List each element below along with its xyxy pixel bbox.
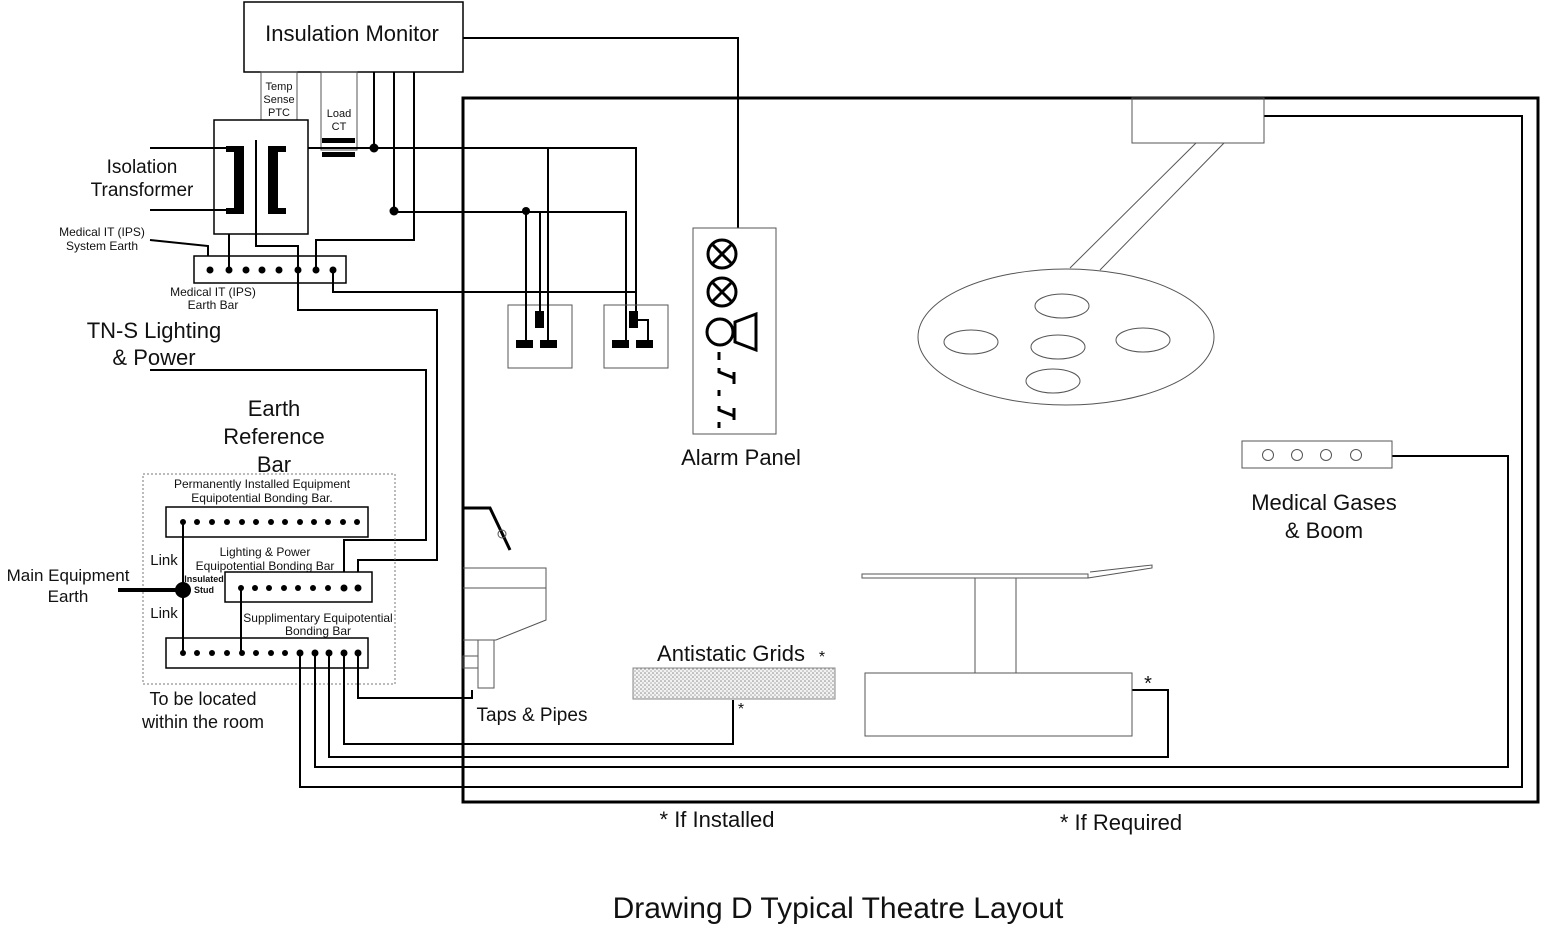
link-label-upper: Link [150,552,178,569]
located-within-label-2: within the room [141,712,264,732]
taps-pipes-label: Taps & Pipes [477,705,588,726]
supplementary-bar-label-2: Bonding Bar [285,624,351,638]
main-equipment-earth-label-2: Earth [48,587,89,606]
link-label-lower: Link [150,605,178,622]
load-ct-label-1: Load [327,108,351,120]
perm-installed-label-2: Equipotential Bonding Bar. [191,491,332,505]
earth-reference-bar-label-1: Earth [248,396,301,421]
medical-it-earth-bar-label-2: Earth Bar [188,298,239,312]
medical-gases-label-1: Medical Gases [1251,490,1397,515]
earth-reference-enclosure [142,473,396,685]
drawing-title: Drawing D Typical Theatre Layout [613,892,1064,925]
operating-light [917,97,1265,406]
medical-gases-label-2: & Boom [1285,518,1363,543]
antistatic-asterisk-bottom: * [738,701,744,718]
isolation-transformer-label-2: Transformer [91,180,194,201]
socket-outlet-1 [507,148,573,369]
medical-it-system-earth-label-1: Medical IT (IPS) [59,225,145,239]
earth-reference-bar-label-2: Reference [223,424,325,449]
insulated-stud-label-2: Stud [194,585,214,595]
permanent-equipment-bonding-bar: Permanently Installed Equipment Equipote… [165,477,369,538]
medical-it-earth-bar-label-1: Medical IT (IPS) [170,285,256,299]
medical-gases-boom: Medical Gases & Boom [1241,440,1397,543]
located-within-label-1: To be located [149,689,256,709]
alarm-panel-label: Alarm Panel [681,445,801,470]
insulated-stud-label-1: Insulated [184,574,224,584]
medical-it-earth-bar: Medical IT (IPS) Earth Bar [170,255,347,312]
antistatic-grids-label: Antistatic Grids [657,641,805,666]
lighting-power-bar-label-2: Equipotential Bonding Bar [196,559,335,573]
theatre-room-outline [461,96,1540,804]
antistatic-asterisk-top: * [819,649,825,666]
temp-sense-label-2: Sense [263,94,294,106]
antistatic-grids: Antistatic Grids * * [632,641,836,718]
isolation-transformer-label-1: Isolation [107,157,178,178]
main-equipment-earth-label-1: Main Equipment [7,566,130,585]
supplementary-bar-label-1: Supplimentary Equipotential [243,611,392,625]
perm-installed-label-1: Permanently Installed Equipment [174,477,351,491]
earth-reference-bar-label-3: Bar [257,452,291,477]
temp-sense-label-3: PTC [268,107,290,119]
lighting-power-bonding-bar: Lighting & Power Equipotential Bonding B… [196,545,373,603]
lighting-power-bar-label-1: Lighting & Power [220,545,311,559]
alarm-panel: Alarm Panel [681,227,801,470]
if-installed-note: * If Installed [660,807,775,832]
load-ct-label-2: CT [332,121,347,133]
tns-lighting-label-1: TN-S Lighting [87,318,222,343]
tns-lighting-label-2: & Power [112,345,195,370]
insulation-monitor: Insulation Monitor [243,1,464,73]
operating-table: * [861,564,1153,737]
table-asterisk: * [1144,673,1152,695]
supplementary-bonding-bar: Supplimentary Equipotential Bonding Bar [165,611,393,669]
socket-outlet-2 [603,304,669,369]
scrub-sink: Taps & Pipes [462,506,588,726]
temp-sense-label-1: Temp [266,81,293,93]
medical-it-system-earth-label-2: System Earth [66,239,138,253]
if-required-note: * If Required [1060,810,1182,835]
isolation-transformer: Isolation Transformer [91,119,309,235]
load-ct: Load CT [320,71,358,157]
insulation-monitor-label: Insulation Monitor [265,21,439,46]
